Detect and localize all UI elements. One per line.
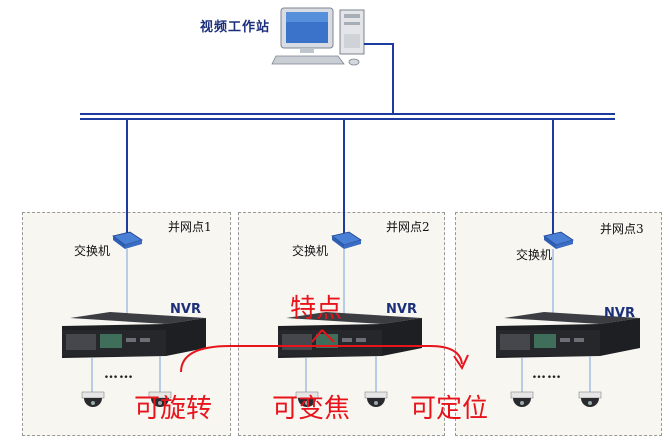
workstation-label: 视频工作站 (200, 20, 271, 35)
switch-icon (331, 231, 362, 249)
feature-rotate: 可旋转 (134, 394, 213, 424)
zone-3-nvr-label: NVR (604, 306, 635, 321)
feature-zoom: 可变焦 (272, 394, 351, 424)
features-title: 特点 (290, 294, 343, 324)
computer-icon (271, 7, 365, 66)
dome-camera-icon (510, 391, 534, 407)
zone-1-more-cameras: …… (104, 366, 134, 382)
dome-camera-icon (295, 391, 319, 407)
zone-2-switch-label: 交换机 (292, 244, 329, 258)
feature-arrows (180, 329, 469, 373)
dome-camera-icon (578, 391, 602, 407)
zone-1-label: 并网点1 (168, 220, 212, 234)
nvr-icon (278, 312, 422, 358)
switch-icon (543, 231, 574, 249)
zone-3-switch-label: 交换机 (516, 248, 553, 262)
zone-2-nvr-label: NVR (386, 302, 417, 317)
zone-1-switch-label: 交换机 (74, 244, 111, 258)
nvr-icon (62, 312, 206, 358)
nvr-icon (496, 312, 640, 358)
zone-1-nvr-label: NVR (170, 302, 201, 317)
dome-camera-icon (81, 391, 105, 407)
zone-3-more-cameras: …… (532, 366, 562, 382)
dome-camera-icon (148, 391, 172, 407)
feature-position: 可定位 (410, 394, 489, 424)
dome-camera-icon (364, 391, 388, 407)
zone-3-label: 并网点3 (600, 222, 644, 236)
switch-icon (112, 231, 143, 249)
zone-2-label: 并网点2 (386, 220, 430, 234)
